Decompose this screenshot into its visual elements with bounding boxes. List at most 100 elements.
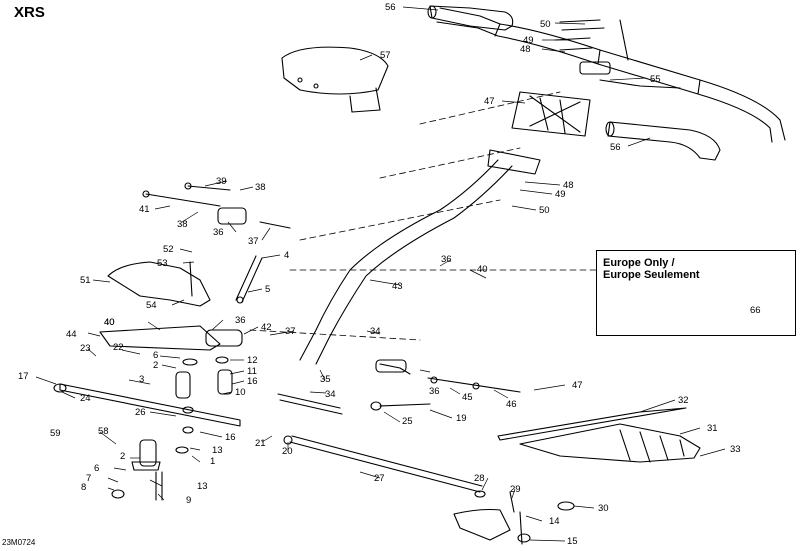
callout-22: 23 bbox=[80, 343, 91, 354]
leader-lines bbox=[35, 6, 746, 542]
callout-18: 19 bbox=[456, 413, 467, 424]
lower-pivot bbox=[111, 439, 189, 501]
callout-45b: 46 bbox=[506, 399, 517, 410]
callout-25: 26 bbox=[135, 407, 146, 418]
callout-40c: 40 bbox=[104, 317, 115, 328]
callout-41: 41 bbox=[139, 204, 150, 215]
callout-29: 30 bbox=[598, 503, 609, 514]
callout-37b: 37 bbox=[285, 326, 296, 337]
callout-46: 47 bbox=[572, 380, 583, 391]
callout-43: 43 bbox=[392, 281, 403, 292]
callout-38a: 38 bbox=[255, 182, 266, 193]
callout-45a: 45 bbox=[462, 392, 473, 403]
callout-9: 9 bbox=[186, 495, 191, 506]
callout-16a: 16 bbox=[247, 376, 258, 387]
europe-line-1: Europe Only / bbox=[603, 257, 675, 269]
callout-2b: 2 bbox=[120, 451, 125, 462]
tie-rods bbox=[277, 359, 521, 493]
callout-38b: 38 bbox=[177, 219, 188, 230]
callout-49a: 49 bbox=[523, 35, 534, 46]
callout-16b: 16 bbox=[225, 432, 236, 443]
callout-51: 51 bbox=[80, 275, 91, 286]
callout-6a: 6 bbox=[153, 350, 158, 361]
callout-7: 7 bbox=[86, 473, 91, 484]
callout-1: 1 bbox=[210, 456, 215, 467]
callout-8: 8 bbox=[81, 482, 86, 493]
callout-13b: 13 bbox=[197, 481, 208, 492]
callout-50a: 50 bbox=[540, 19, 551, 30]
callout-36d: 36 bbox=[429, 386, 440, 397]
europe-line-2: Europe Seulement bbox=[603, 269, 700, 281]
callout-33: 34 bbox=[370, 326, 381, 337]
bracket-51 bbox=[107, 261, 211, 307]
callout-44: 44 bbox=[66, 329, 77, 340]
callout-17: 17 bbox=[18, 371, 29, 382]
callout-15: 15 bbox=[567, 536, 578, 547]
callout-50b: 50 bbox=[539, 205, 550, 216]
callout-39: 39 bbox=[216, 176, 227, 187]
callout-48b: 48 bbox=[563, 180, 574, 191]
clamp-set-upper bbox=[554, 19, 629, 75]
callout-56a: 56 bbox=[385, 2, 396, 13]
callout-34: 34 bbox=[325, 389, 336, 400]
center-lines bbox=[249, 91, 601, 341]
callout-14: 14 bbox=[549, 516, 560, 527]
callout-35: 35 bbox=[320, 374, 331, 385]
handlebar-cover bbox=[281, 46, 389, 113]
callout-37a: 37 bbox=[248, 236, 259, 247]
europe-only-box: Europe Only / Europe Seulement bbox=[596, 250, 796, 336]
europe-only-label: Europe Only / Europe Seulement bbox=[603, 257, 700, 281]
callout-55: 55 bbox=[650, 74, 661, 85]
grip-right bbox=[605, 121, 721, 161]
callout-31: 32 bbox=[678, 395, 689, 406]
hood-assembly bbox=[497, 407, 701, 463]
callout-23: 24 bbox=[80, 393, 91, 404]
callout-3: 3 bbox=[139, 374, 144, 385]
callout-49b: 49 bbox=[555, 189, 566, 200]
callout-59: 59 bbox=[50, 428, 61, 439]
callout-42: 42 bbox=[261, 322, 272, 333]
callout-56b: 56 bbox=[610, 142, 621, 153]
callout-labels: 56 50 49 48 57 55 47 56 48 49 50 39 38 4… bbox=[18, 2, 741, 547]
callout-36b: 36 bbox=[441, 254, 452, 265]
callout-57: 57 bbox=[380, 50, 391, 61]
callout-47: 47 bbox=[484, 96, 495, 107]
callout-4: 4 bbox=[284, 250, 289, 261]
callout-20: 21 bbox=[255, 438, 266, 449]
callout-6b: 6 bbox=[94, 463, 99, 474]
callout-28: 29 bbox=[510, 484, 521, 495]
callout-19: 20 bbox=[282, 446, 293, 457]
diagram-title: XRS bbox=[14, 4, 45, 21]
callout-30: 31 bbox=[707, 423, 718, 434]
callout-32: 33 bbox=[730, 444, 741, 455]
rail-17 bbox=[53, 383, 241, 427]
riser-block bbox=[511, 91, 591, 137]
diagram-code: 23M0724 bbox=[2, 538, 36, 547]
callout-21: 22 bbox=[113, 342, 124, 353]
shaft-4 bbox=[235, 255, 263, 304]
callout-26: 27 bbox=[374, 473, 385, 484]
callout-24: 25 bbox=[402, 416, 413, 427]
grip-top bbox=[427, 5, 514, 31]
callout-10: 10 bbox=[235, 387, 246, 398]
callout-48a: 48 bbox=[520, 44, 531, 55]
callout-40a: 40 bbox=[477, 264, 488, 275]
callout-53: 53 bbox=[157, 258, 168, 269]
callout-12: 12 bbox=[247, 355, 258, 366]
callout-5: 5 bbox=[265, 284, 270, 295]
callout-27: 28 bbox=[474, 473, 485, 484]
callout-40b: 40 bbox=[104, 317, 115, 328]
callout-2a: 2 bbox=[153, 360, 158, 371]
callout-36c: 36 bbox=[235, 315, 246, 326]
callout-11: 11 bbox=[247, 366, 257, 377]
callout-52: 52 bbox=[163, 244, 174, 255]
lower-assembly bbox=[99, 325, 243, 351]
callout-36a: 36 bbox=[213, 227, 224, 238]
callout-58: 58 bbox=[98, 426, 109, 437]
callout-54: 54 bbox=[146, 300, 157, 311]
fasteners-left bbox=[142, 182, 291, 229]
callout-13a: 13 bbox=[212, 445, 223, 456]
bushings-stack bbox=[175, 356, 233, 434]
steering-column bbox=[299, 149, 541, 365]
